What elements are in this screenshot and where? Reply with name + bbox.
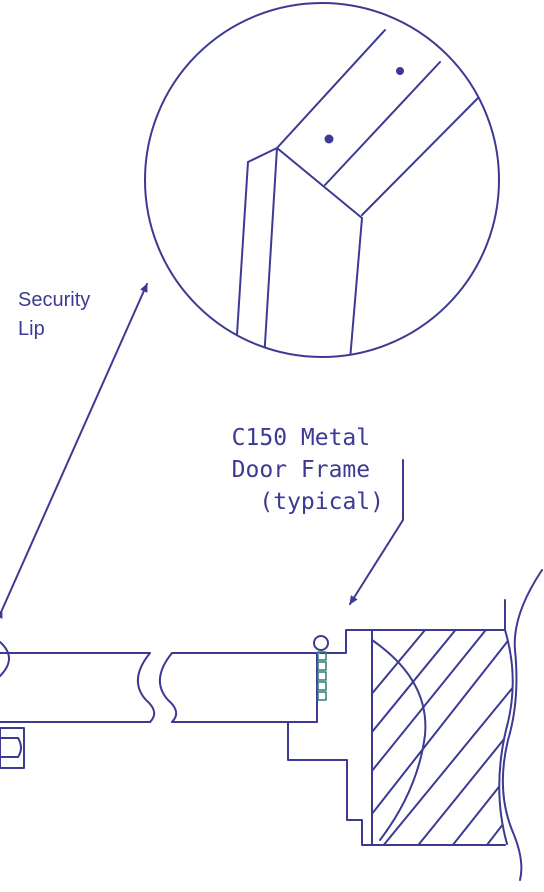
door-panel bbox=[0, 641, 318, 723]
security-lip-closeup bbox=[235, 29, 479, 357]
wall-outer-break bbox=[501, 569, 543, 881]
metal-frame-profile bbox=[287, 629, 506, 846]
magnifier-circle bbox=[144, 2, 500, 358]
frame-label: C150 Metal Door Frame (typical) bbox=[232, 425, 384, 515]
hinge-knuckles bbox=[317, 651, 327, 701]
closeup-dot bbox=[324, 134, 334, 144]
frame-leader bbox=[349, 459, 404, 605]
security-lip-leader bbox=[0, 283, 148, 619]
frame-return-curve bbox=[371, 639, 427, 841]
hinge-pin bbox=[313, 635, 329, 651]
security-lip-label: Security Lip bbox=[18, 289, 96, 340]
lock-stub bbox=[0, 727, 25, 769]
closeup-dot bbox=[396, 67, 404, 75]
wall-break-line bbox=[498, 629, 514, 845]
